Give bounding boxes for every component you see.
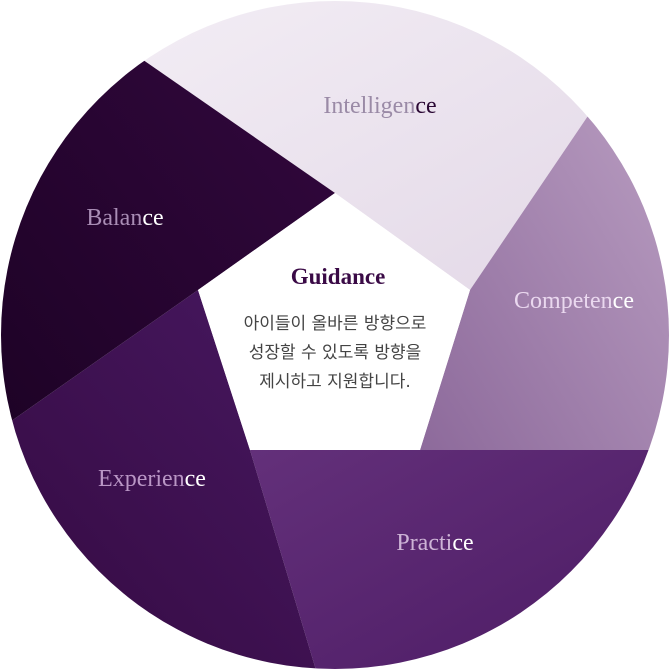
- experience-label-tail: ce: [185, 466, 206, 492]
- experience-label: Experience: [98, 466, 206, 492]
- experience-label-main: Experien: [98, 466, 185, 492]
- practice-label-main: Practi: [396, 530, 452, 556]
- practice-label: Practice: [396, 530, 473, 556]
- intelligence-label: Intelligence: [323, 93, 436, 119]
- center-description-line-2: 성장할 수 있도록 방향을: [249, 343, 422, 363]
- center-description-line-1: 아이들이 올바른 방향으로: [244, 314, 427, 334]
- balance-label-tail: ce: [142, 205, 163, 231]
- practice-label-tail: ce: [452, 530, 473, 556]
- center-description-line-3: 제시하고 지원합니다.: [259, 372, 411, 392]
- center-title: Guidance: [291, 264, 386, 289]
- competence-label: Competence: [514, 288, 634, 314]
- competence-label-tail: ce: [613, 288, 634, 314]
- center-pentagon: [198, 193, 470, 450]
- intelligence-label-main: Intelligen: [323, 93, 415, 119]
- competence-label-main: Competen: [514, 288, 613, 314]
- balance-label-main: Balan: [86, 205, 142, 231]
- segment-practice: [250, 450, 669, 669]
- balance-label: Balance: [86, 205, 163, 231]
- intelligence-label-tail: ce: [415, 93, 436, 119]
